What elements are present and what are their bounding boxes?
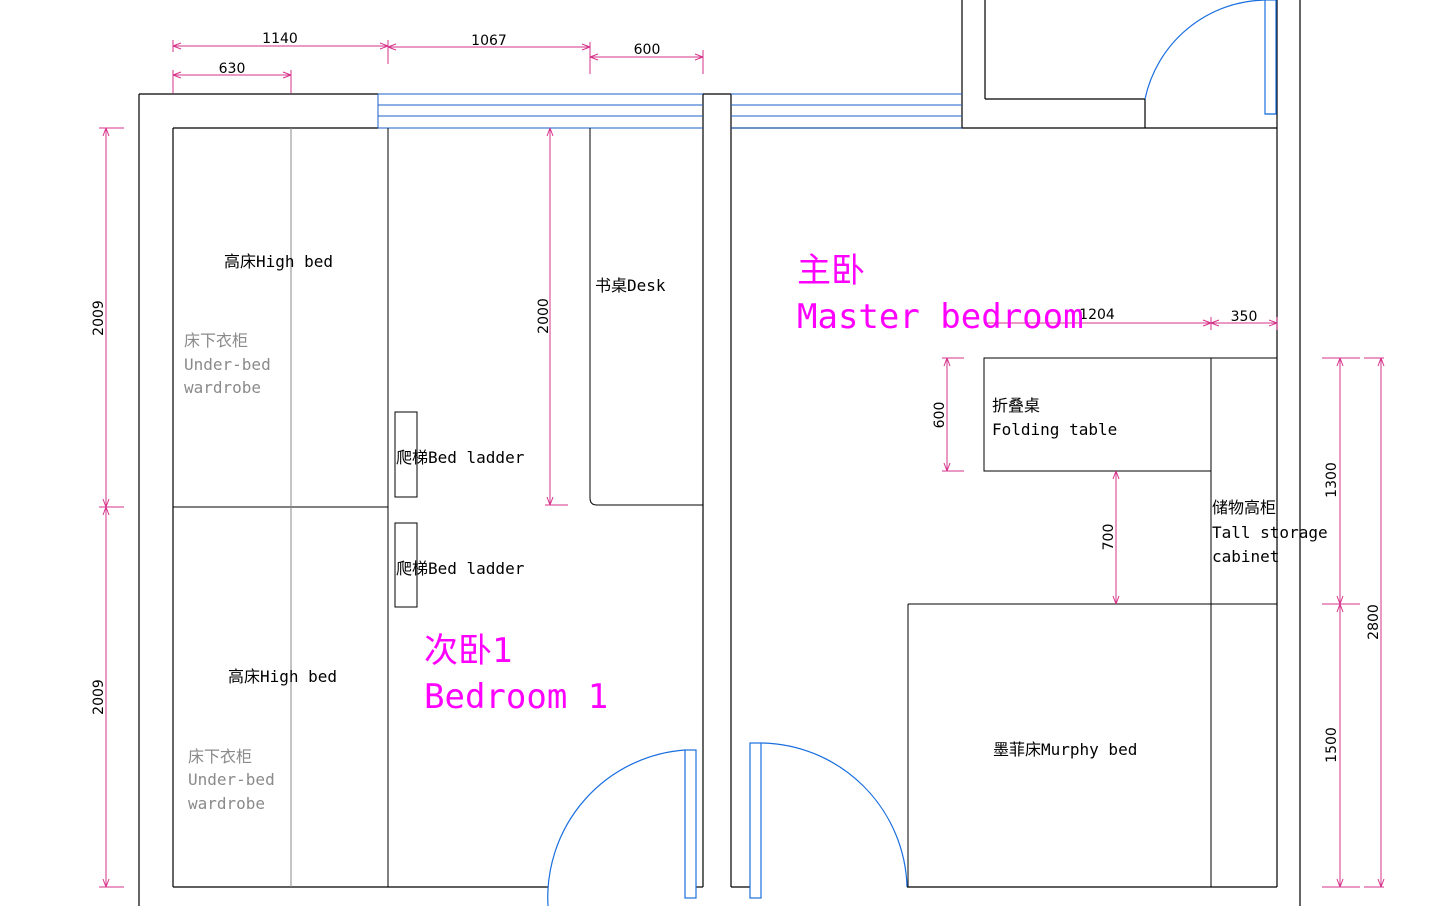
wardrobe-bottom-label-en2: wardrobe bbox=[188, 794, 265, 813]
dim-350: 350 bbox=[1231, 309, 1258, 325]
window-master bbox=[731, 93, 962, 129]
ladder-top-label: 爬梯Bed ladder bbox=[396, 448, 525, 467]
desk bbox=[589, 128, 703, 506]
dim-2009-top: 2009 bbox=[91, 300, 107, 336]
dim-2800: 2800 bbox=[1366, 604, 1382, 640]
wardrobe-bottom-label-cn: 床下衣柜 bbox=[188, 747, 252, 766]
room-label-master-en: Master bedroom bbox=[797, 297, 1084, 337]
walls bbox=[138, 0, 1301, 906]
wardrobe-top-label-cn: 床下衣柜 bbox=[184, 331, 248, 350]
wardrobe-top-label-en1: Under-bed bbox=[184, 355, 271, 374]
dim-1300: 1300 bbox=[1324, 462, 1340, 498]
room-label-bedroom1-en: Bedroom 1 bbox=[424, 677, 608, 717]
dim-1500: 1500 bbox=[1324, 727, 1340, 763]
murphy-bed-label: 墨菲床Murphy bed bbox=[993, 740, 1137, 759]
high-bed-bottom-label: 高床High bed bbox=[228, 667, 337, 686]
dim-1140: 1140 bbox=[262, 31, 298, 47]
wardrobe-top-label-en2: wardrobe bbox=[184, 378, 261, 397]
ladder-bottom bbox=[394, 522, 418, 608]
high-bed-top-label: 高床High bed bbox=[224, 252, 333, 271]
desk-label: 书桌Desk bbox=[595, 276, 666, 295]
dim-1067: 1067 bbox=[471, 33, 507, 49]
dim-1204: 1204 bbox=[1079, 307, 1115, 323]
wardrobe-bottom-label-en1: Under-bed bbox=[188, 770, 275, 789]
door-master bbox=[749, 742, 908, 899]
dim-700: 700 bbox=[1101, 524, 1117, 551]
storage-label-en2: cabinet bbox=[1212, 547, 1279, 566]
door-top-right bbox=[1144, 0, 1277, 115]
murphy-bed bbox=[907, 603, 1277, 887]
storage-label-cn: 储物高柜 bbox=[1212, 498, 1276, 517]
dim-630: 630 bbox=[219, 61, 246, 77]
folding-table-label-cn: 折叠桌 bbox=[992, 396, 1040, 415]
window-bedroom1 bbox=[377, 93, 703, 129]
storage-cabinet bbox=[1210, 357, 1277, 887]
dim-2009-bottom: 2009 bbox=[91, 679, 107, 715]
dim-2000: 2000 bbox=[536, 298, 552, 334]
dimension-lines bbox=[99, 40, 1385, 888]
high-beds-block bbox=[173, 128, 389, 887]
storage-label-en1: Tall storage bbox=[1212, 523, 1328, 542]
folding-table-label-en: Folding table bbox=[992, 420, 1117, 439]
ladder-bottom-label: 爬梯Bed ladder bbox=[396, 559, 525, 578]
ladder-top bbox=[394, 411, 418, 498]
door-bedroom1 bbox=[547, 749, 697, 906]
dim-600-table: 600 bbox=[932, 402, 948, 429]
room-label-bedroom1-cn: 次卧1 bbox=[424, 631, 512, 671]
dim-600-top: 600 bbox=[634, 42, 661, 58]
room-label-master-cn: 主卧 bbox=[797, 251, 865, 291]
